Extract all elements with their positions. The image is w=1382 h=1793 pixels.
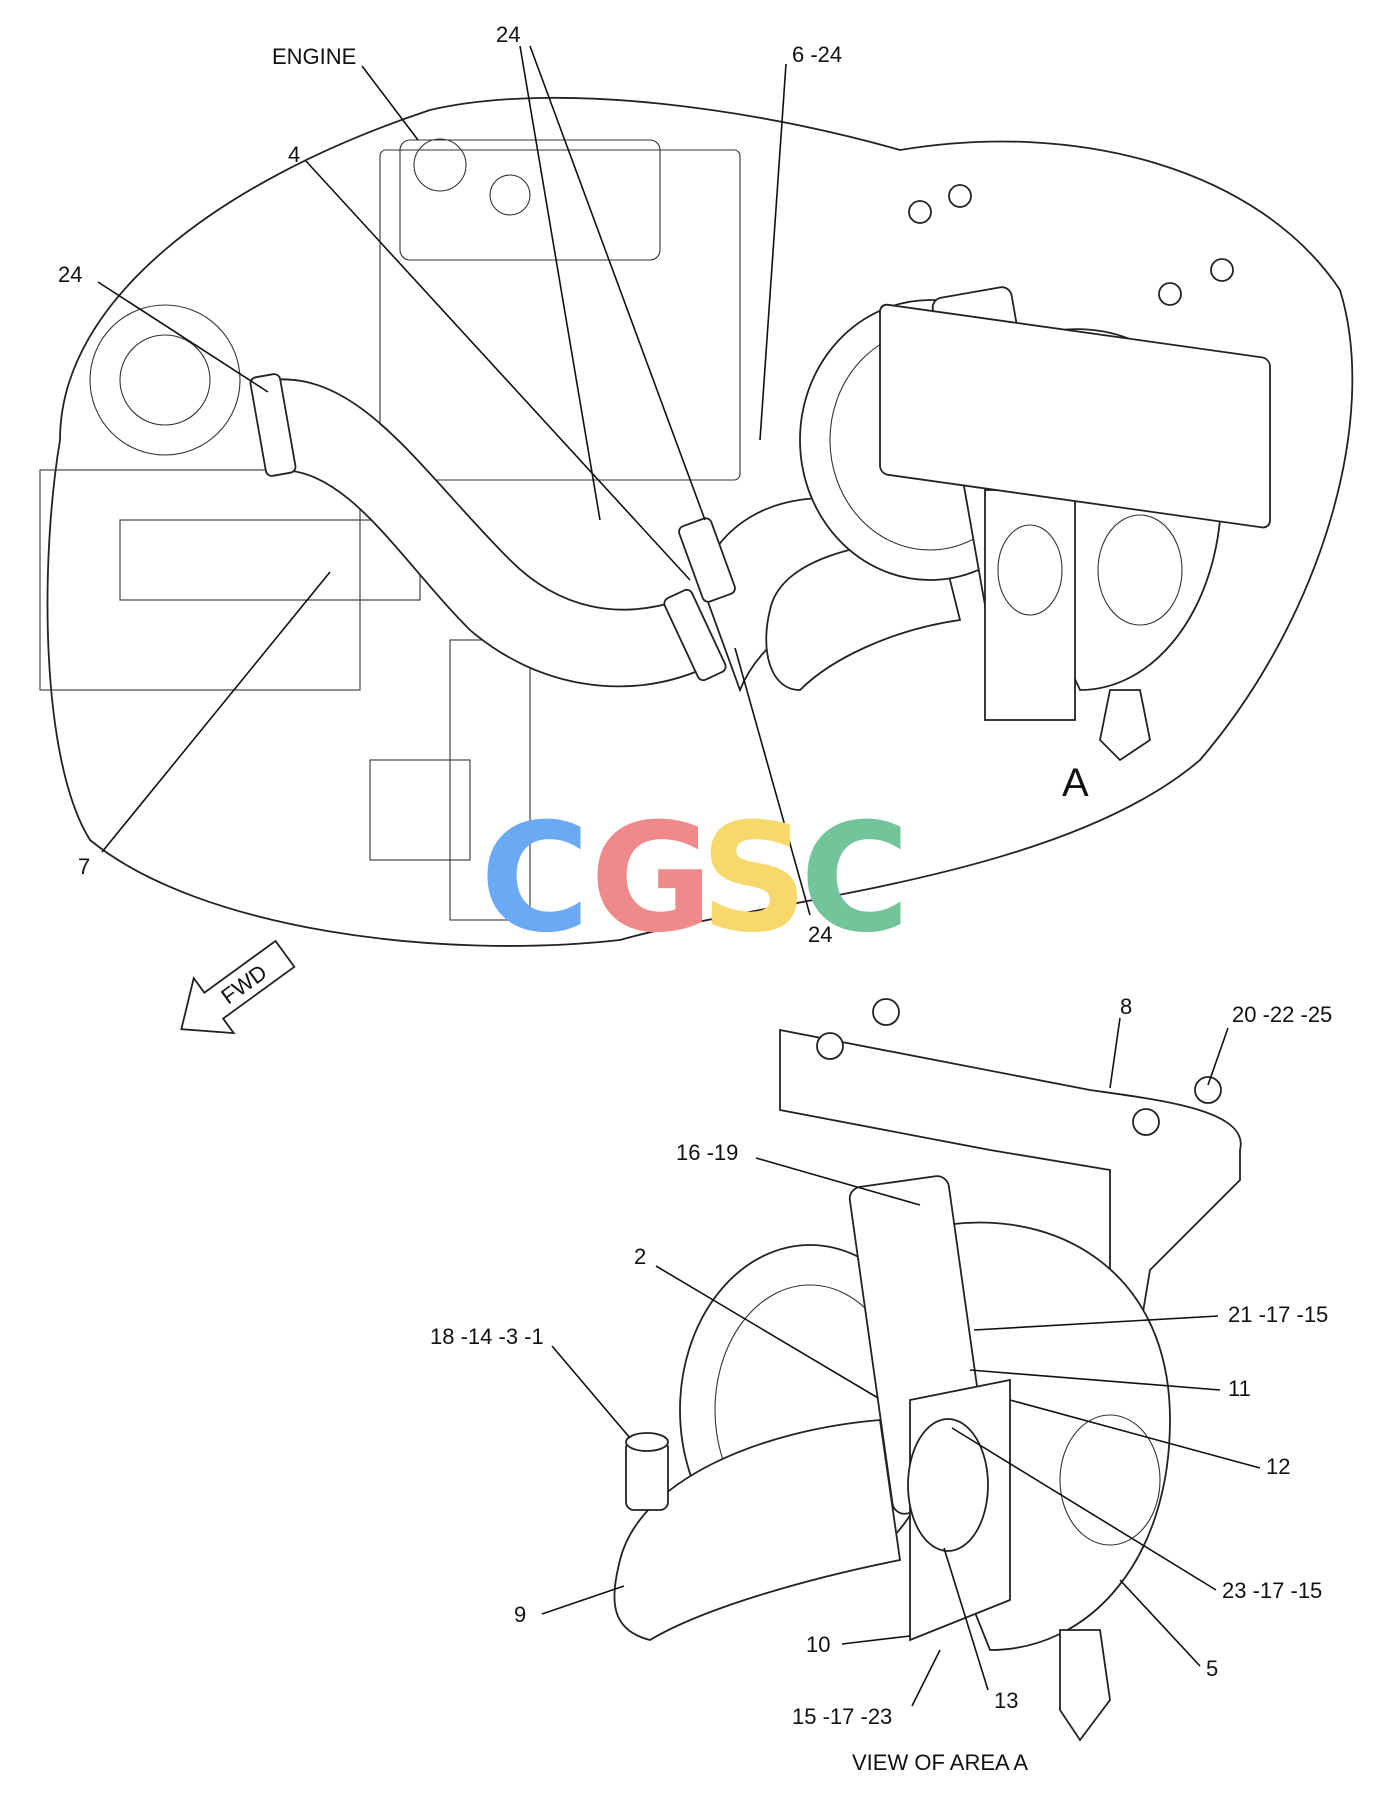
label-24-bottom: 24	[808, 922, 832, 947]
detail-nut-1	[816, 1032, 844, 1060]
outlet-ring-detail	[907, 1418, 989, 1552]
leader-engine	[361, 65, 419, 141]
area-a-view	[541, 998, 1261, 1742]
watermark-letter-3: S	[700, 792, 808, 966]
watermark-letter-2: G	[590, 792, 713, 966]
watermark-letter-1: C	[480, 792, 590, 966]
leader-23-17-15	[951, 1427, 1217, 1591]
leader-16-19	[755, 1157, 921, 1206]
label-20-22-25: 20 -22 -25	[1232, 1002, 1332, 1027]
service-indicator-cap	[625, 1432, 669, 1452]
turbo-inner-left	[119, 334, 211, 426]
label-15-17-23: 15 -17 -23	[792, 1704, 892, 1729]
label-engine: ENGINE	[272, 44, 356, 69]
label-7: 7	[78, 854, 90, 879]
turbo-housing-left	[89, 304, 241, 456]
label-23-17-15: 23 -17 -15	[1222, 1578, 1322, 1603]
label-view-of-area-a: VIEW OF AREA A	[852, 1750, 1028, 1775]
leader-21-17-15	[973, 1315, 1219, 1331]
watermark-letter-4: C	[800, 792, 910, 966]
label-24-top: 24	[496, 22, 520, 47]
engine-mount	[369, 759, 471, 861]
leader-6-24	[759, 63, 787, 441]
leader-9	[541, 1585, 625, 1615]
label-24-left: 24	[58, 262, 82, 287]
leader-18-14-3-1	[551, 1345, 631, 1439]
label-area-a: A	[1062, 761, 1089, 805]
watermark: C G S C	[480, 792, 910, 966]
leader-12	[1009, 1399, 1261, 1469]
leader-11	[969, 1369, 1221, 1391]
hose-clamp-center	[663, 588, 727, 682]
leader-24-left	[97, 281, 269, 393]
housing-port-detail	[1059, 1414, 1161, 1546]
label-4: 4	[288, 142, 300, 167]
leader-24-bottom	[734, 647, 811, 916]
label-6-24: 6 -24	[792, 42, 842, 67]
label-10: 10	[806, 1632, 830, 1657]
leader-15-17-23	[911, 1649, 941, 1707]
mounting-plate	[879, 303, 1271, 529]
filler-cap	[489, 174, 531, 216]
leader-24-top-b	[519, 45, 601, 521]
engine-view	[39, 45, 1354, 947]
label-16-19: 16 -19	[676, 1140, 738, 1165]
outlet-tube-detail	[613, 1419, 902, 1641]
label-9: 9	[514, 1602, 526, 1627]
leader-20-22-25	[1207, 1027, 1229, 1086]
housing-port	[1097, 514, 1183, 626]
dust-valve-detail	[1059, 1629, 1111, 1742]
valve-cover	[399, 139, 661, 261]
leader-8	[1109, 1017, 1121, 1089]
leader-4	[304, 159, 691, 581]
leader-13	[943, 1547, 989, 1691]
oil-cap	[413, 138, 467, 192]
engine-block	[379, 149, 741, 481]
detail-nut-4	[1194, 1076, 1222, 1104]
lower-block	[39, 469, 361, 691]
fwd-arrow-icon: FWD	[180, 939, 296, 1035]
nut-3	[1158, 282, 1182, 306]
filter-outlet	[997, 524, 1063, 616]
hose-clamp-right	[678, 517, 736, 603]
label-8: 8	[1120, 994, 1132, 1019]
label-13: 13	[994, 1688, 1018, 1713]
label-2: 2	[634, 1244, 646, 1269]
hose-clamp-left	[249, 373, 297, 477]
leader-2	[655, 1265, 879, 1399]
nut-1	[908, 200, 932, 224]
label-21-17-15: 21 -17 -15	[1228, 1302, 1328, 1327]
detail-nut-3	[1132, 1108, 1160, 1136]
label-5: 5	[1206, 1656, 1218, 1681]
detail-nut-2	[872, 998, 900, 1026]
leader-5	[1119, 1579, 1201, 1667]
label-18-14-3-1: 18 -14 -3 -1	[430, 1324, 544, 1349]
label-11: 11	[1228, 1376, 1251, 1401]
leader-10	[841, 1635, 911, 1645]
nut-2	[948, 184, 972, 208]
filter-bracket	[984, 489, 1076, 721]
dust-valve	[1099, 689, 1152, 762]
leader-7	[101, 571, 331, 853]
label-12: 12	[1266, 1454, 1290, 1479]
nut-4	[1210, 258, 1234, 282]
leader-24-top	[529, 45, 706, 521]
